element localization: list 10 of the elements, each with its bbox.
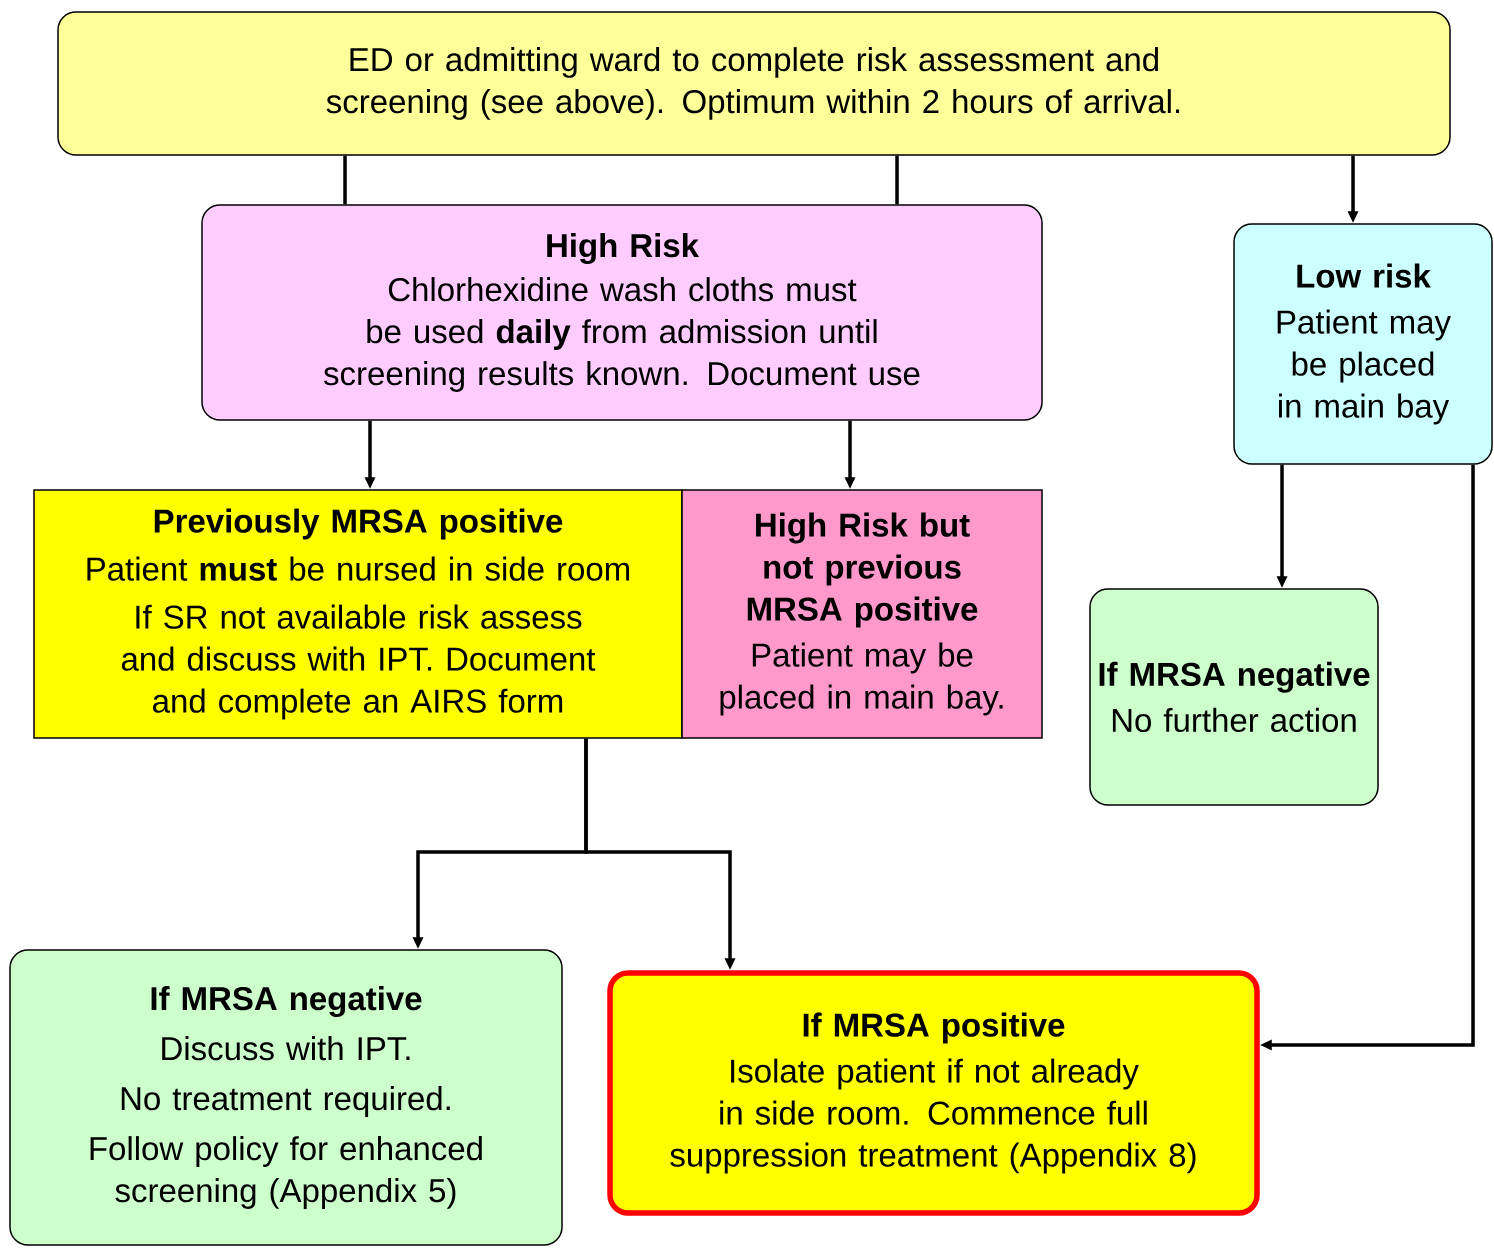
connector-line bbox=[895, 155, 899, 205]
process-box: If MRSA negative No further action bbox=[1089, 588, 1379, 806]
process-box: If MRSA positive Isolate patient if not already in side room. Commence full suppression treatment (Appendix 8) bbox=[607, 970, 1260, 1216]
connector-line bbox=[343, 155, 347, 205]
process-box: ED or admitting ward to complete risk assessment and screening (see above). Optimum within 2 hours of arrival. bbox=[57, 11, 1451, 156]
process-box: High Risk Chlorhexidine wash cloths must be used daily from admission until screening results known. Document use bbox=[201, 204, 1043, 421]
process-box: Low risk Patient may be placed in main bay bbox=[1233, 223, 1493, 465]
process-box: Previously MRSA positive Patient must be nursed in side room If SR not available risk assess and discuss with IPT. Document and complete an AIRS form bbox=[33, 489, 683, 739]
process-box: High Risk but not previous MRSA positive Patient may be placed in main bay. bbox=[681, 489, 1043, 739]
process-box: If MRSA negative Discuss with IPT. No treatment required. Follow policy for enhanced screening (Appendix 5) bbox=[9, 949, 563, 1246]
